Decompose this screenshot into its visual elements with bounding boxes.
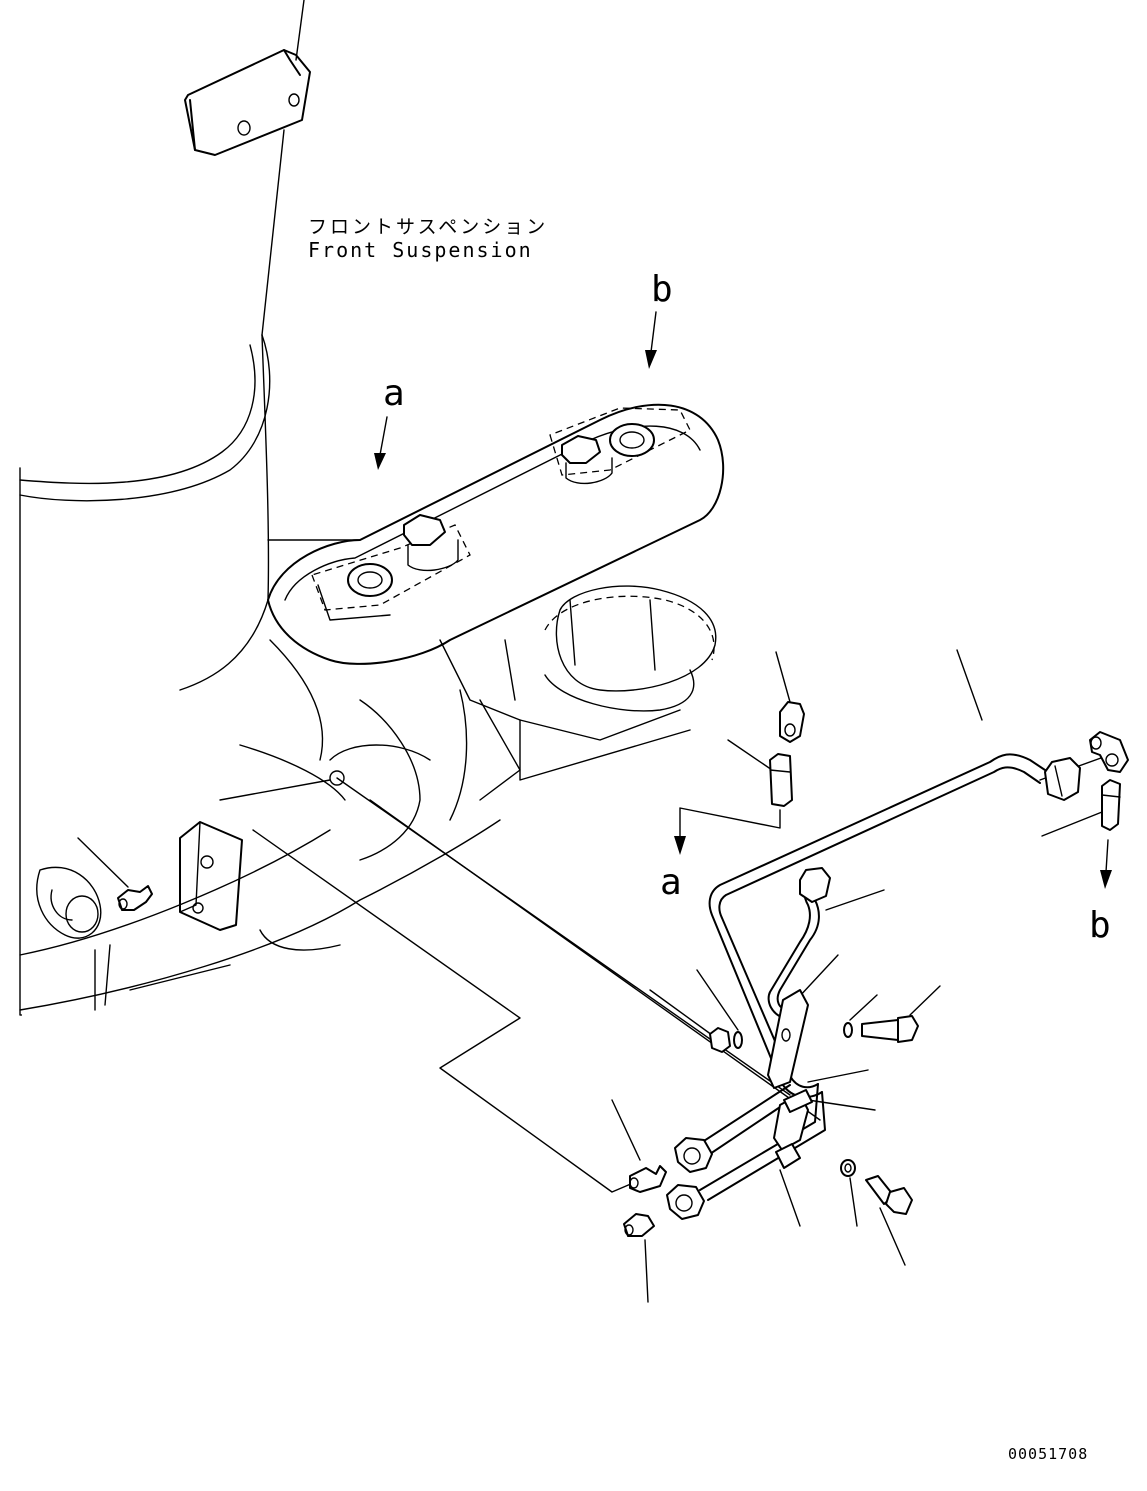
- drawing-number: 00051708: [1008, 1445, 1089, 1463]
- reference-mark-b-top: b: [651, 269, 673, 310]
- grease-fittings-bottom: [623, 1159, 913, 1237]
- suspension-link: [267, 403, 725, 861]
- connector-a-lower: [769, 753, 793, 807]
- elbow-connector: [1089, 731, 1129, 773]
- reference-mark-a-top: a: [383, 373, 405, 414]
- frame-housing: [19, 0, 501, 1016]
- tube-fittings: [666, 757, 1081, 1220]
- reference-arrows: [374, 311, 1112, 889]
- grease-tube-long: [699, 753, 1049, 1201]
- title-english: Front Suspension: [308, 238, 533, 262]
- reference-mark-b-bottom: b: [1089, 905, 1111, 946]
- grease-point-block: [179, 770, 345, 931]
- tube-clamp: [767, 989, 813, 1169]
- title-japanese: フロントサスペンション: [308, 216, 549, 238]
- grease-fitting-left: [117, 885, 153, 911]
- connector-b: [1101, 779, 1121, 831]
- reference-mark-a-bottom: a: [660, 862, 682, 903]
- upper-bracket: [184, 49, 311, 156]
- connector-a-upper: [779, 701, 805, 743]
- leader-lines: [77, 649, 1113, 1303]
- nut-washer-bolt: [709, 1015, 919, 1053]
